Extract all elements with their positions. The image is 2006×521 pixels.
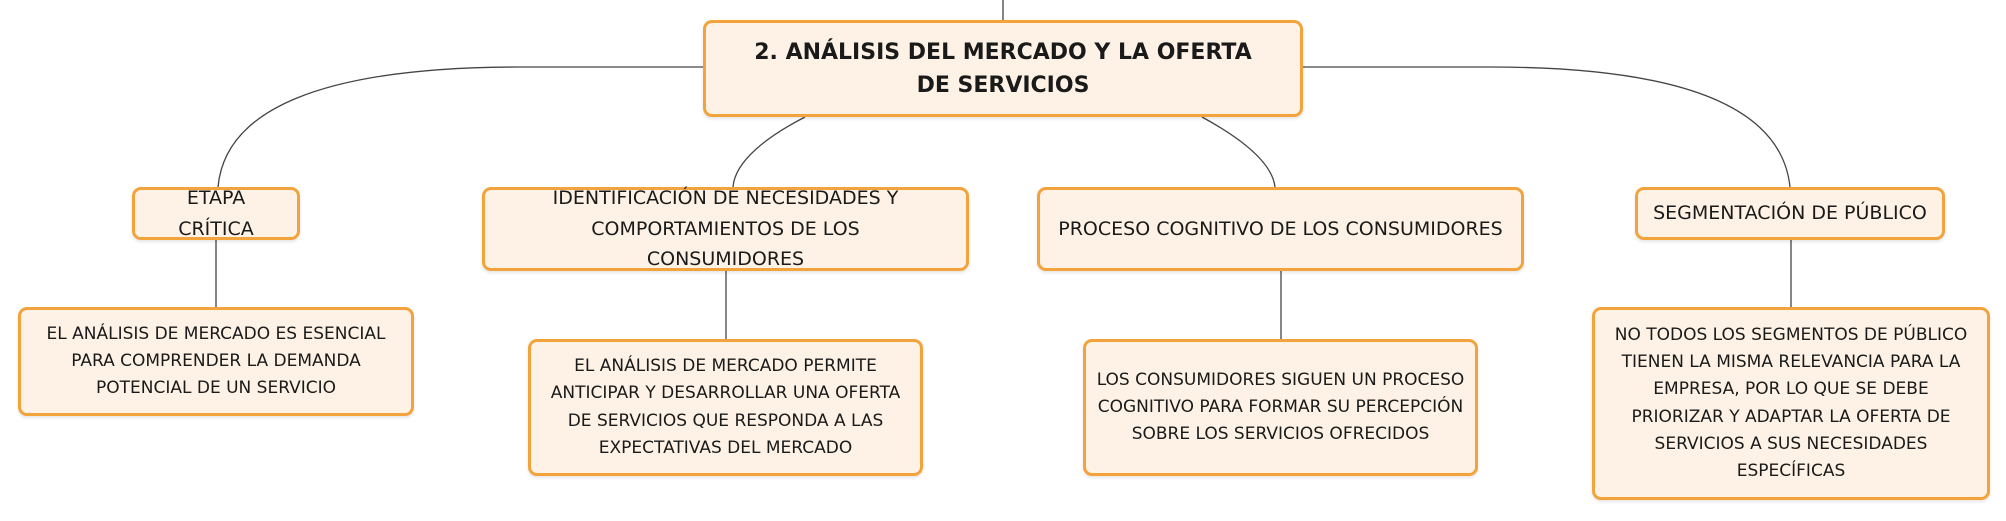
detail-text: NO TODOS LOS SEGMENTOS DE PÚBLICO TIENEN…	[1614, 324, 1968, 481]
detail-text: EL ANÁLISIS DE MERCADO ES ESENCIAL PARA …	[46, 323, 386, 399]
connector-root-etapa	[217, 66, 703, 188]
topic-label: IDENTIFICACIÓN DE NECESIDADES Y COMPORTA…	[552, 187, 899, 271]
detail-node-segmentacion[interactable]: NO TODOS LOS SEGMENTOS DE PÚBLICO TIENEN…	[1592, 307, 1990, 500]
connector-root-proceso	[1201, 116, 1276, 188]
detail-text: EL ANÁLISIS DE MERCADO PERMITE ANTICIPAR…	[550, 356, 901, 458]
topic-node-proceso-cognitivo[interactable]: PROCESO COGNITIVO DE LOS CONSUMIDORES	[1037, 187, 1524, 271]
topic-label: ETAPA CRÍTICA	[178, 187, 254, 240]
detail-node-etapa-critica[interactable]: EL ANÁLISIS DE MERCADO ES ESENCIAL PARA …	[18, 307, 414, 416]
root-title: 2. ANÁLISIS DEL MERCADO Y LA OFERTA DE S…	[754, 39, 1252, 98]
detail-node-proceso-cognitivo[interactable]: LOS CONSUMIDORES SIGUEN UN PROCESO COGNI…	[1083, 339, 1478, 476]
root-node[interactable]: 2. ANÁLISIS DEL MERCADO Y LA OFERTA DE S…	[703, 20, 1303, 117]
topic-label: PROCESO COGNITIVO DE LOS CONSUMIDORES	[1058, 217, 1503, 240]
topic-node-etapa-critica[interactable]: ETAPA CRÍTICA	[132, 187, 300, 240]
topic-node-segmentacion[interactable]: SEGMENTACIÓN DE PÚBLICO	[1635, 187, 1945, 240]
detail-node-identificacion[interactable]: EL ANÁLISIS DE MERCADO PERMITE ANTICIPAR…	[528, 339, 923, 476]
detail-text: LOS CONSUMIDORES SIGUEN UN PROCESO COGNI…	[1096, 369, 1465, 445]
connector-root-segmentacion	[1303, 66, 1791, 188]
connector-root-identificacion	[732, 116, 806, 188]
topic-label: SEGMENTACIÓN DE PÚBLICO	[1653, 202, 1927, 225]
topic-node-identificacion[interactable]: IDENTIFICACIÓN DE NECESIDADES Y COMPORTA…	[482, 187, 969, 271]
